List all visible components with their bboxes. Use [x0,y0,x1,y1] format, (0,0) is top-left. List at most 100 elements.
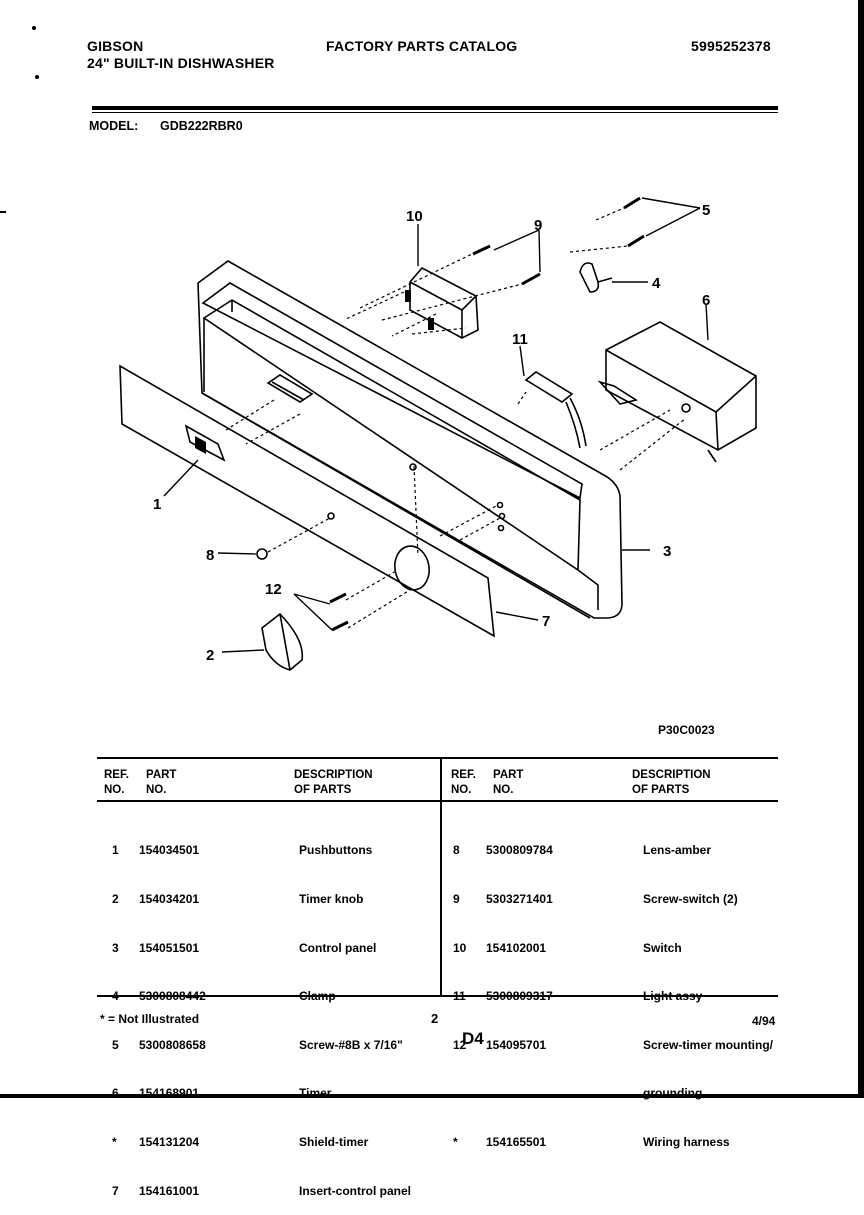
table-cell: 5 [112,1037,119,1052]
catalog-title: FACTORY PARTS CATALOG [326,38,518,54]
scan-edge [858,0,864,1098]
revision-date: 4/94 [752,1014,776,1028]
table-cell: 154051501 [139,940,200,955]
table-cell: Lens-amber [643,843,712,858]
timer-knob-drawing [261,612,304,671]
table-top-rule [97,757,778,759]
catalog-number: 5995252378 [691,38,771,54]
table-cell: Shield-timer [299,1134,369,1149]
table-cell: 154034201 [139,892,200,906]
callout-10: 10 [406,208,423,225]
callout-3: 3 [663,543,671,560]
callout-8: 8 [206,547,214,564]
table-cell: 154168901 [139,1086,200,1101]
model-number: GDB222RBR0 [160,119,243,133]
switch-drawing [405,266,479,339]
table-cell: grounding [643,1086,703,1101]
table-cell [486,1085,553,1101]
insert-panel-drawing [119,364,495,638]
table-cell: Clamp [299,989,336,1004]
callout-12: 12 [265,581,282,598]
table-cell: * [453,1134,458,1149]
table-cell: Wiring harness [643,1134,730,1149]
model-label: MODEL: [89,119,139,133]
table-cell: Pushbuttons [299,843,373,858]
callout-9: 9 [534,217,542,234]
page-number: 2 [431,1011,439,1026]
footnote: * = Not Illustrated [100,1012,200,1026]
callout-5: 5 [702,202,710,219]
table-cell: Timer knob [299,892,364,906]
table-cell: 5300809317 [486,989,553,1004]
scan-dot [32,26,36,30]
light-assy-drawing [524,371,587,449]
callout-labels: 1 2 3 4 5 6 7 8 9 10 11 12 [153,202,710,664]
table-cell: Switch [643,940,682,955]
table-cell: Timer [299,1086,332,1101]
table-cell: 154095701 [486,1037,547,1052]
assembly-lines [225,207,687,629]
header-rule-thick [92,106,778,110]
table-divider [440,759,442,995]
header-ref-left: REF.NO. [104,769,129,796]
timer-drawing [597,321,757,463]
table-cell: 154131204 [139,1134,200,1149]
table-cell: 6 [112,1086,119,1101]
callout-1: 1 [153,496,161,513]
right-part-column: 5300809784 5303271401 154102001 53008093… [486,810,553,1166]
clamp-drawing [579,262,613,293]
table-cell: 5300808658 [139,1037,206,1052]
scan-dot [35,75,39,79]
table-cell: 154034501 [139,843,200,858]
table-cell: 5303271401 [486,892,553,906]
brand-name: GIBSON [87,38,144,54]
drawing-code: P30C0023 [658,723,715,737]
left-desc-column: Pushbuttons Timer knob Control panel Cla… [299,810,411,1215]
table-header-rule [97,800,778,802]
table-cell [453,1085,466,1101]
table-cell: 9 [453,892,460,906]
exploded-parts-diagram: 1 2 3 4 5 6 7 8 9 10 11 12 [119,196,757,671]
table-cell: Insert-control panel [299,1183,412,1198]
table-cell: 8 [453,843,460,858]
table-cell: 154165501 [486,1134,547,1149]
lens-drawing [256,548,268,560]
table-cell: 11 [453,989,466,1004]
table-cell: 3 [112,940,119,955]
table-cell: Screw-#8B x 7/16" [299,1037,403,1052]
table-cell: 5300808442 [139,989,206,1004]
leader-lines [163,197,709,653]
table-cell: Control panel [299,940,377,955]
table-cell: Light assy [643,989,703,1004]
table-cell: 12 [453,1037,467,1052]
product-name: 24" BUILT-IN DISHWASHER [87,55,275,71]
callout-7: 7 [542,613,550,630]
header-rule-thin [92,112,778,113]
table-cell: 154102001 [486,940,547,955]
screws-drawing [329,196,645,632]
header-ref-right: REF.NO. [451,769,476,796]
control-panel-drawing [197,260,623,619]
table-cell: * [112,1134,117,1149]
scan-edge-bottom [0,1094,864,1098]
table-cell: 4 [112,989,119,1004]
right-desc-column: Lens-amber Screw-switch (2) Switch Light… [643,810,773,1166]
scan-tick [0,211,6,213]
table-cell: 10 [453,940,467,955]
table-cell: 1 [112,843,119,858]
right-ref-column: 8 9 10 11 12 * [453,810,466,1166]
table-cell: 2 [112,892,119,906]
callout-2: 2 [206,647,214,664]
table-cell: Screw-timer mounting/ [643,1037,774,1052]
section-code: D4 [462,1029,484,1048]
table-cell: Screw-switch (2) [643,892,738,906]
callout-4: 4 [652,275,661,292]
callout-6: 6 [702,292,710,309]
table-cell: 7 [112,1183,119,1198]
table-cell: 5300809784 [486,843,553,858]
table-cell: 154161001 [139,1183,200,1198]
